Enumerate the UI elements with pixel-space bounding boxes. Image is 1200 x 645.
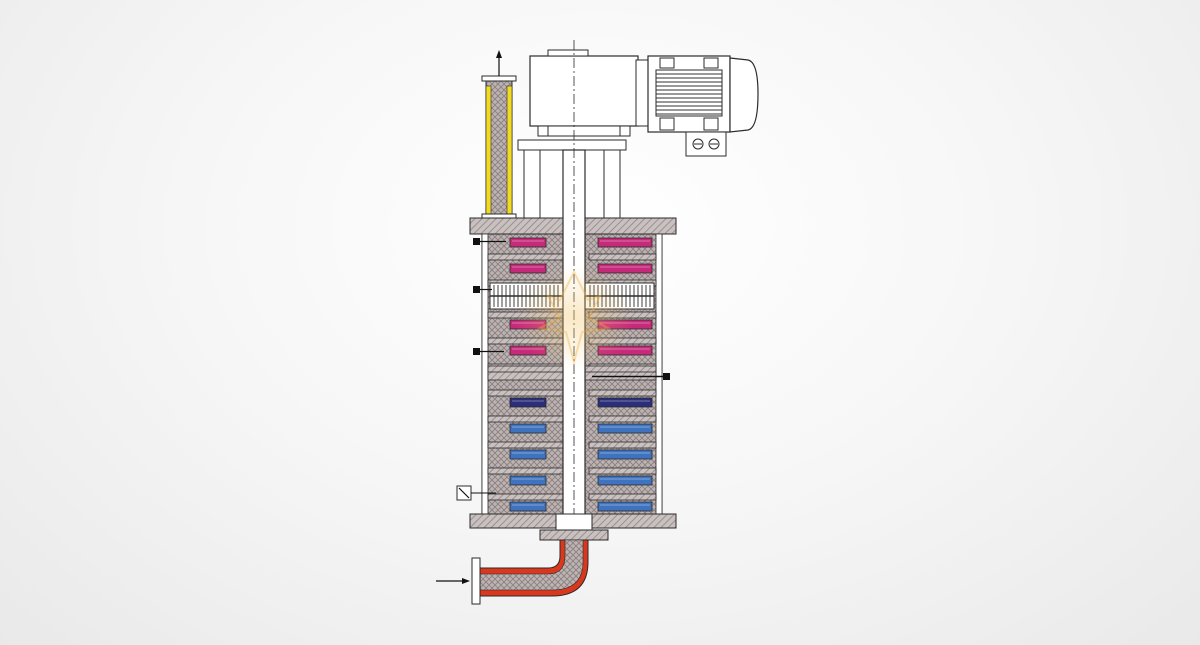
baffle-plate <box>487 415 564 423</box>
baffle-plate <box>588 493 657 501</box>
dark-coil <box>597 397 653 408</box>
sensor-marker-3 <box>473 348 504 355</box>
baffle-plate <box>588 441 657 449</box>
sensor-marker-2 <box>473 286 492 293</box>
motor-terminal-box <box>685 131 727 157</box>
heating-coil <box>509 237 547 248</box>
heating-coil <box>597 263 653 274</box>
baffle-plate <box>487 467 564 475</box>
baffle-plate <box>487 253 564 261</box>
heating-coil <box>597 237 653 248</box>
cooling-coil <box>597 423 653 434</box>
baffle-plate <box>588 389 657 397</box>
baffle-plate <box>588 253 657 261</box>
sensor-marker-1 <box>473 238 506 245</box>
inlet-arrow-icon <box>436 578 470 584</box>
baffle-plate <box>588 467 657 475</box>
baffle-plate <box>487 493 564 501</box>
bottom-flange <box>469 513 677 541</box>
motor-cooling-fins <box>655 69 723 117</box>
logo-watermark <box>514 266 634 370</box>
cooling-coil <box>509 501 547 512</box>
outlet-arrow-icon <box>496 50 502 76</box>
cooling-coil <box>597 449 653 460</box>
gear-motor <box>635 55 759 133</box>
baffle-plate <box>588 415 657 423</box>
outlet-pipe <box>481 75 517 226</box>
cooling-coil <box>509 449 547 460</box>
drive-housing <box>529 49 639 137</box>
cooling-coil <box>597 501 653 512</box>
cooling-coil <box>597 475 653 486</box>
dark-coil <box>509 397 547 408</box>
sensor-marker-4 <box>592 373 670 380</box>
cooling-coil <box>509 423 547 434</box>
inlet-elbow <box>471 539 589 605</box>
baffle-plate <box>487 441 564 449</box>
drain-valve-icon <box>456 485 496 501</box>
heating-coil <box>509 263 547 274</box>
baffle-plate <box>487 389 564 397</box>
cooling-coil <box>509 475 547 486</box>
